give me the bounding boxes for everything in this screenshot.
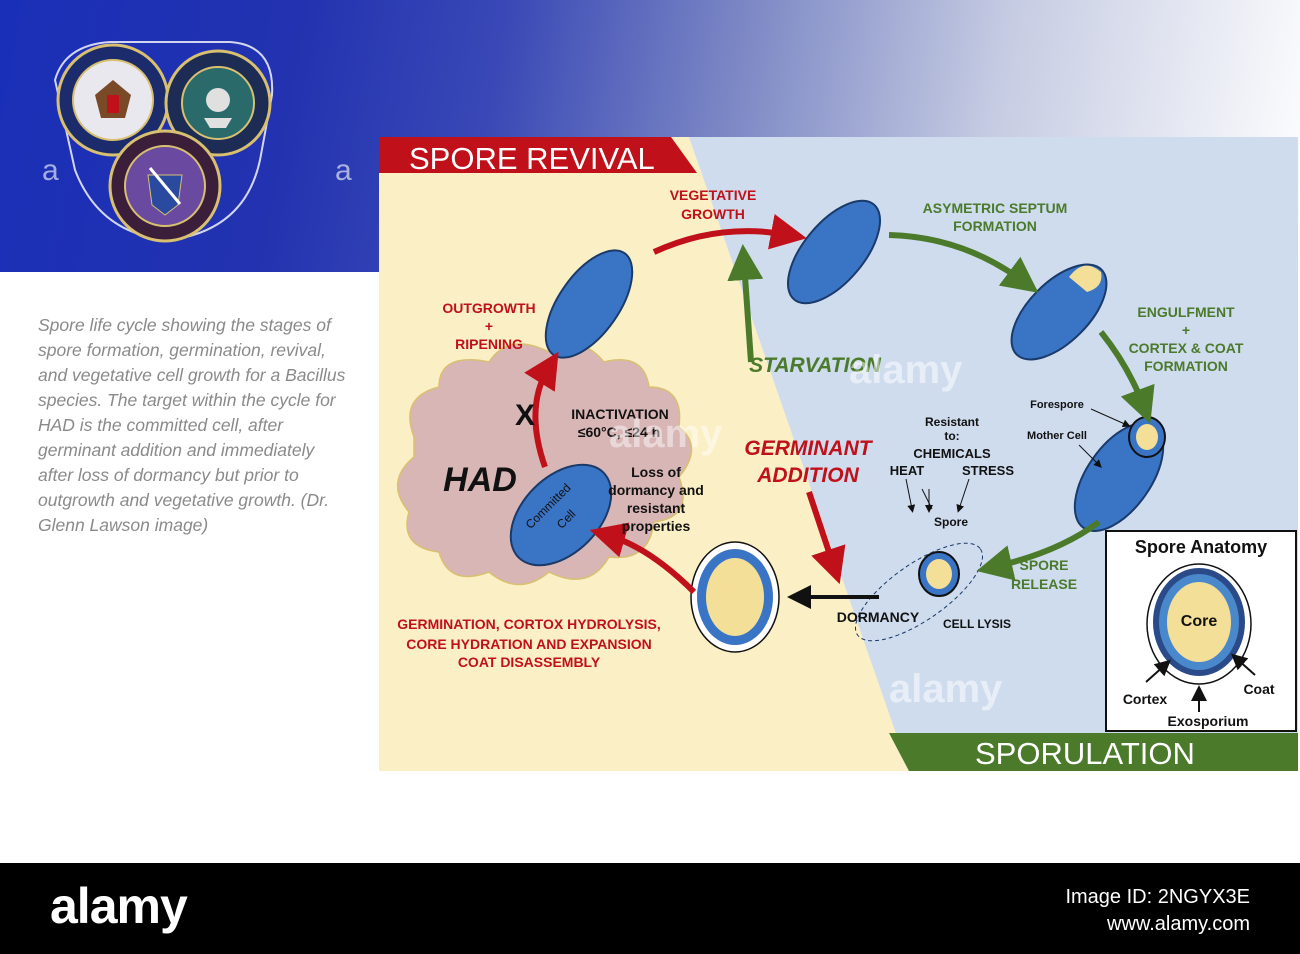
stress-label: STRESS [962, 463, 1014, 478]
spore-release-arrow [976, 519, 1101, 581]
stress-pointer [956, 478, 970, 513]
engulfment-label-3: CORTEX & COAT [1129, 340, 1244, 356]
watermark: alamy [849, 348, 963, 392]
mother-cell-pointer [1078, 444, 1102, 468]
engulfment-arrow [1098, 330, 1155, 424]
image-id: Image ID: 2NGYX3E [1065, 886, 1250, 908]
spore-life-cycle-diagram: SPORE REVIVAL SPORULATION Committed Cell [379, 137, 1298, 771]
septum-arrow [888, 232, 1039, 293]
chemicals-pointer-line [921, 488, 933, 510]
germination-arrow [589, 522, 697, 595]
vegetative-label-1: VEGETATIVE [670, 187, 757, 203]
released-spore [854, 542, 984, 642]
sporulation-banner [889, 733, 1298, 771]
germinant-label-1: GERMINANT [744, 437, 873, 460]
spore-anatomy-box: Spore Anatomy Core Cortex Coat Exosporiu… [1105, 530, 1297, 732]
sporulation-title: SPORULATION [975, 736, 1195, 771]
germination-label-2: CORE HYDRATION AND EXPANSION [406, 636, 652, 652]
loss-label-4: properties [622, 518, 691, 534]
cell-lysis-label: CELL LYSIS [943, 617, 1011, 631]
heat-pointer [905, 478, 916, 513]
loss-label-2: dormancy and [608, 482, 704, 498]
vegetative-label-2: GROWTH [681, 206, 745, 222]
engulfment-label-1: ENGULFMENT [1137, 304, 1235, 320]
core-layer [1167, 582, 1231, 662]
loss-label-1: Loss of [631, 464, 681, 480]
forespore-pointer [1090, 408, 1131, 428]
vegetative-growth-arrow [652, 214, 807, 255]
anatomy-title: Spore Anatomy [1135, 537, 1267, 557]
x-mark: X [515, 399, 535, 432]
loss-label-3: resistant [627, 500, 686, 516]
anatomy-cortex-label: Cortex [1123, 691, 1168, 707]
vegetative-cell [786, 199, 882, 305]
agency-seals: a a [42, 41, 352, 243]
anatomy-exosporium-label: Exosporium [1168, 713, 1249, 729]
heat-label: HEAT [890, 463, 924, 478]
cbdp-seal-icon [164, 49, 272, 157]
alamy-logo: alamy [50, 878, 188, 934]
anatomy-coat-label: Coat [1243, 681, 1274, 697]
spore-release-label-2: RELEASE [1011, 576, 1077, 592]
outgrowth-label-1: OUTGROWTH [442, 300, 535, 316]
anatomy-core-label: Core [1181, 613, 1218, 630]
spore-revival-title: SPORE REVIVAL [409, 141, 655, 176]
inactivation-label-1: INACTIVATION [571, 406, 668, 422]
inactivation-label-2: ≤60°C, ≤24 h [578, 424, 660, 440]
dormancy-label: DORMANCY [837, 609, 920, 625]
starvation-label: STARVATION [749, 354, 882, 377]
watermark-a: a [42, 154, 59, 187]
resistant-label-2: to: [944, 429, 959, 443]
mother-cell [1073, 416, 1166, 533]
spore-label: Spore [934, 515, 968, 529]
figure-caption: Spore life cycle showing the stages of s… [38, 315, 346, 535]
septum-label-1: ASYMETRIC SEPTUM [923, 200, 1068, 216]
coat-pointer [1231, 653, 1256, 676]
starvation-arrow [727, 244, 764, 363]
site-url[interactable]: www.alamy.com [1107, 913, 1250, 935]
chemicals-label: CHEMICALS [913, 446, 991, 461]
committed-cell: Committed Cell [509, 463, 613, 567]
mother-cell-label: Mother Cell [1027, 430, 1087, 442]
germinant-label-2: ADDITION [756, 464, 859, 487]
had-label: HAD [443, 461, 517, 499]
spore-release-label-1: SPORE [1019, 557, 1068, 573]
dormant-spore [690, 541, 780, 653]
engulfment-label-4: FORMATION [1144, 358, 1228, 374]
spore-revival-banner [379, 137, 697, 173]
engulfment-label-2: + [1182, 322, 1190, 338]
outgrowth-arrow [524, 351, 559, 468]
outgrowth-label-3: RIPENING [455, 336, 523, 352]
septum-label-2: FORMATION [953, 218, 1037, 234]
jsto-seal-icon [108, 129, 222, 243]
footer-bar [0, 863, 1300, 954]
watermark: alamy [889, 667, 1003, 711]
watermark: alamy [609, 412, 723, 456]
germinant-addition-arrow [806, 491, 846, 585]
watermark-a: a [335, 154, 352, 187]
outgrowth-label-2: + [485, 318, 493, 334]
cortex-pointer [1145, 659, 1171, 683]
forespore-label: Forespore [1030, 399, 1084, 411]
resistant-label-1: Resistant [925, 415, 979, 429]
germination-label-1: GERMINATION, CORTOX HYDROLYSIS, [397, 616, 660, 632]
germination-label-3: COAT DISASSEMBLY [458, 654, 601, 670]
